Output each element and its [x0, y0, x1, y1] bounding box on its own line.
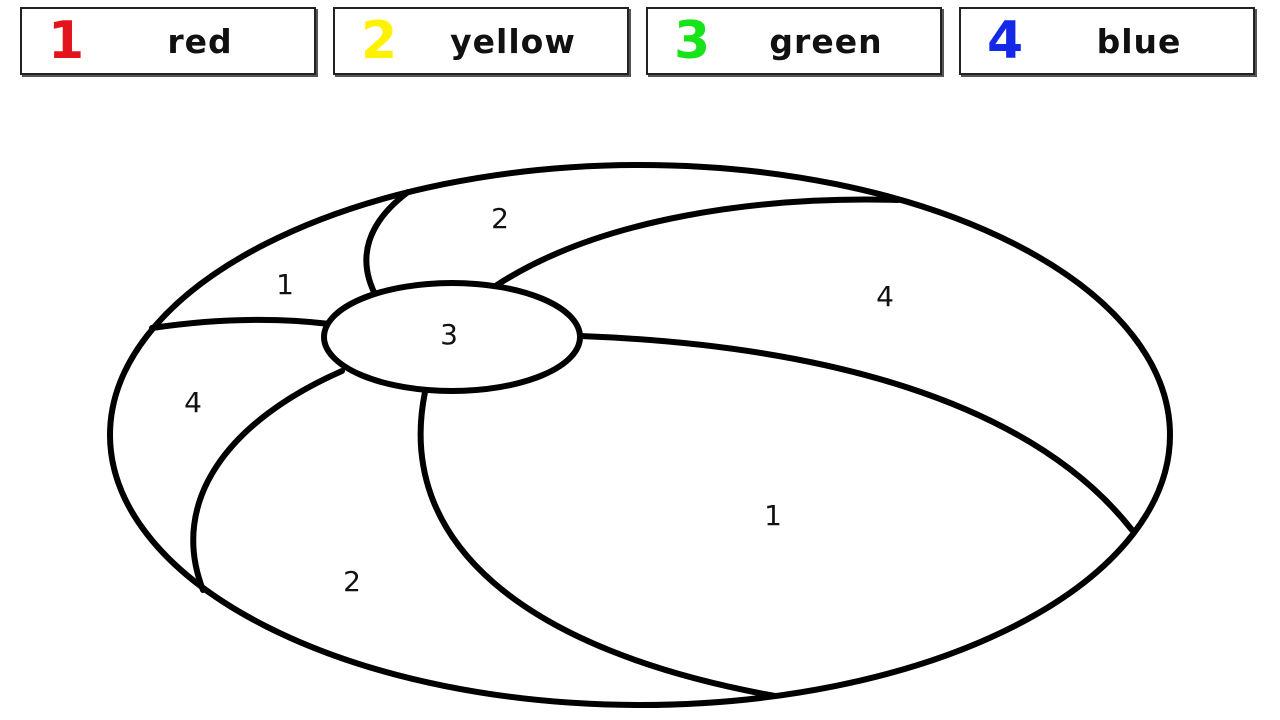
center-cap-outline[interactable]	[321, 280, 583, 394]
legend-word-blue: blue	[1096, 22, 1182, 61]
legend-key-yellow[interactable]: 2 yellow	[333, 7, 629, 75]
region-label-bottom-panel: 2	[343, 565, 361, 598]
region-label-left-panel: 4	[184, 386, 202, 419]
legend-number-2: 2	[361, 11, 398, 71]
seam-top-right	[494, 196, 901, 288]
color-legend: 1 red 2 yellow 3 green 4 blue	[20, 7, 1258, 77]
seam-right	[577, 333, 1135, 533]
legend-word-yellow: yellow	[450, 22, 576, 61]
legend-word-red: red	[167, 22, 233, 61]
seam-bottom	[417, 389, 778, 699]
legend-key-blue[interactable]: 4 blue	[959, 7, 1255, 75]
seam-top-left	[363, 189, 411, 301]
seam-left-upper	[149, 316, 333, 331]
region-label-upper-left-panel: 1	[276, 268, 294, 301]
region-label-upper-right-panel: 4	[876, 280, 894, 313]
seam-left-lower	[190, 368, 345, 593]
legend-key-red[interactable]: 1 red	[20, 7, 316, 75]
legend-number-4: 4	[987, 11, 1024, 71]
legend-word-green: green	[769, 22, 883, 61]
ball-outline[interactable]	[107, 162, 1173, 708]
legend-number-1: 1	[48, 11, 85, 71]
region-label-top-panel: 2	[491, 202, 509, 235]
region-label-center-cap: 3	[440, 318, 458, 351]
legend-number-3: 3	[674, 11, 711, 71]
region-label-lower-right-panel: 1	[764, 499, 782, 532]
legend-key-green[interactable]: 3 green	[646, 7, 942, 75]
